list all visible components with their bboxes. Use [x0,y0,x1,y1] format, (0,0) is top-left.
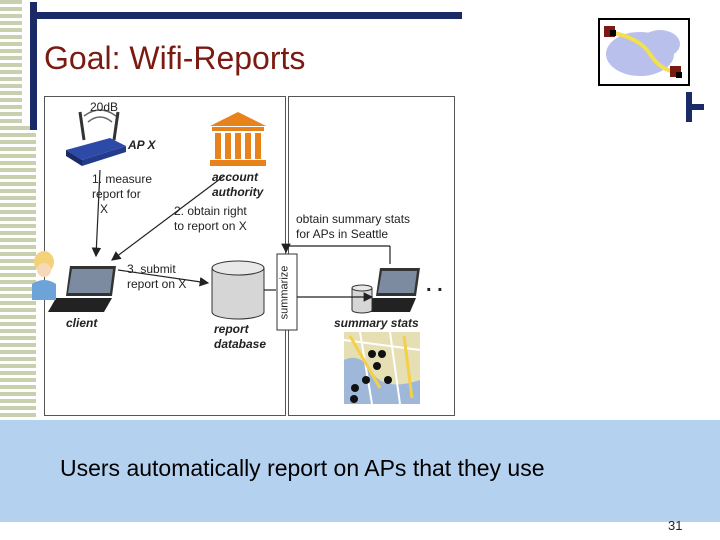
wifi-signal-icon [83,109,117,123]
alice-figure-icon [32,251,56,300]
ap-label: AP X [128,138,156,152]
step1-line3: X [100,202,109,216]
step1-line1: 1. measure [92,172,153,186]
authority-building-icon [210,112,266,166]
summarize-label: summarize [278,265,291,320]
slide-caption: Users automatically report on APs that t… [60,455,545,481]
logo [598,18,690,86]
summary-stats-label: summary stats [334,316,419,330]
arrow-submit [117,269,210,287]
arrow-obtain-right [111,175,225,261]
decorative-vertical-bar [30,2,37,130]
ellipsis-label: . . [426,274,443,296]
client-label: client [66,316,98,330]
stats-request-line1: obtain summary stats [296,212,411,226]
seattle-map-icon [343,331,421,405]
summarize-box [276,253,298,331]
arrow-measure [91,169,102,258]
network-logo-icon [604,26,682,78]
database-icon [211,260,265,320]
step2-line2: to report on X [174,219,247,233]
diagram-arrows [91,169,391,302]
decorative-logo-bar-tick [686,104,704,110]
signal-strength-label: 20dB [90,100,119,114]
authority-label-1: account [212,170,259,184]
small-database-icon [351,284,373,314]
database-label-1: report [214,322,249,336]
client-laptop-icon [48,266,116,312]
step1-line2: report for [92,187,141,201]
authority-label-2: authority [212,185,264,199]
step3-line1: 3. submit [127,262,176,276]
router-icon [66,111,126,166]
database-label-2: database [214,337,267,351]
step3-line2: report on X [127,277,187,291]
summary-laptop-icon [360,268,420,312]
stats-request-line2: for APs in Seattle [296,227,389,241]
caption-bar [0,420,720,522]
step2-line1: 2. obtain right [174,204,247,218]
slide-title: Goal: Wifi-Reports [44,40,306,76]
decorative-top-bar [36,12,462,19]
page-number: 31 [668,518,683,533]
